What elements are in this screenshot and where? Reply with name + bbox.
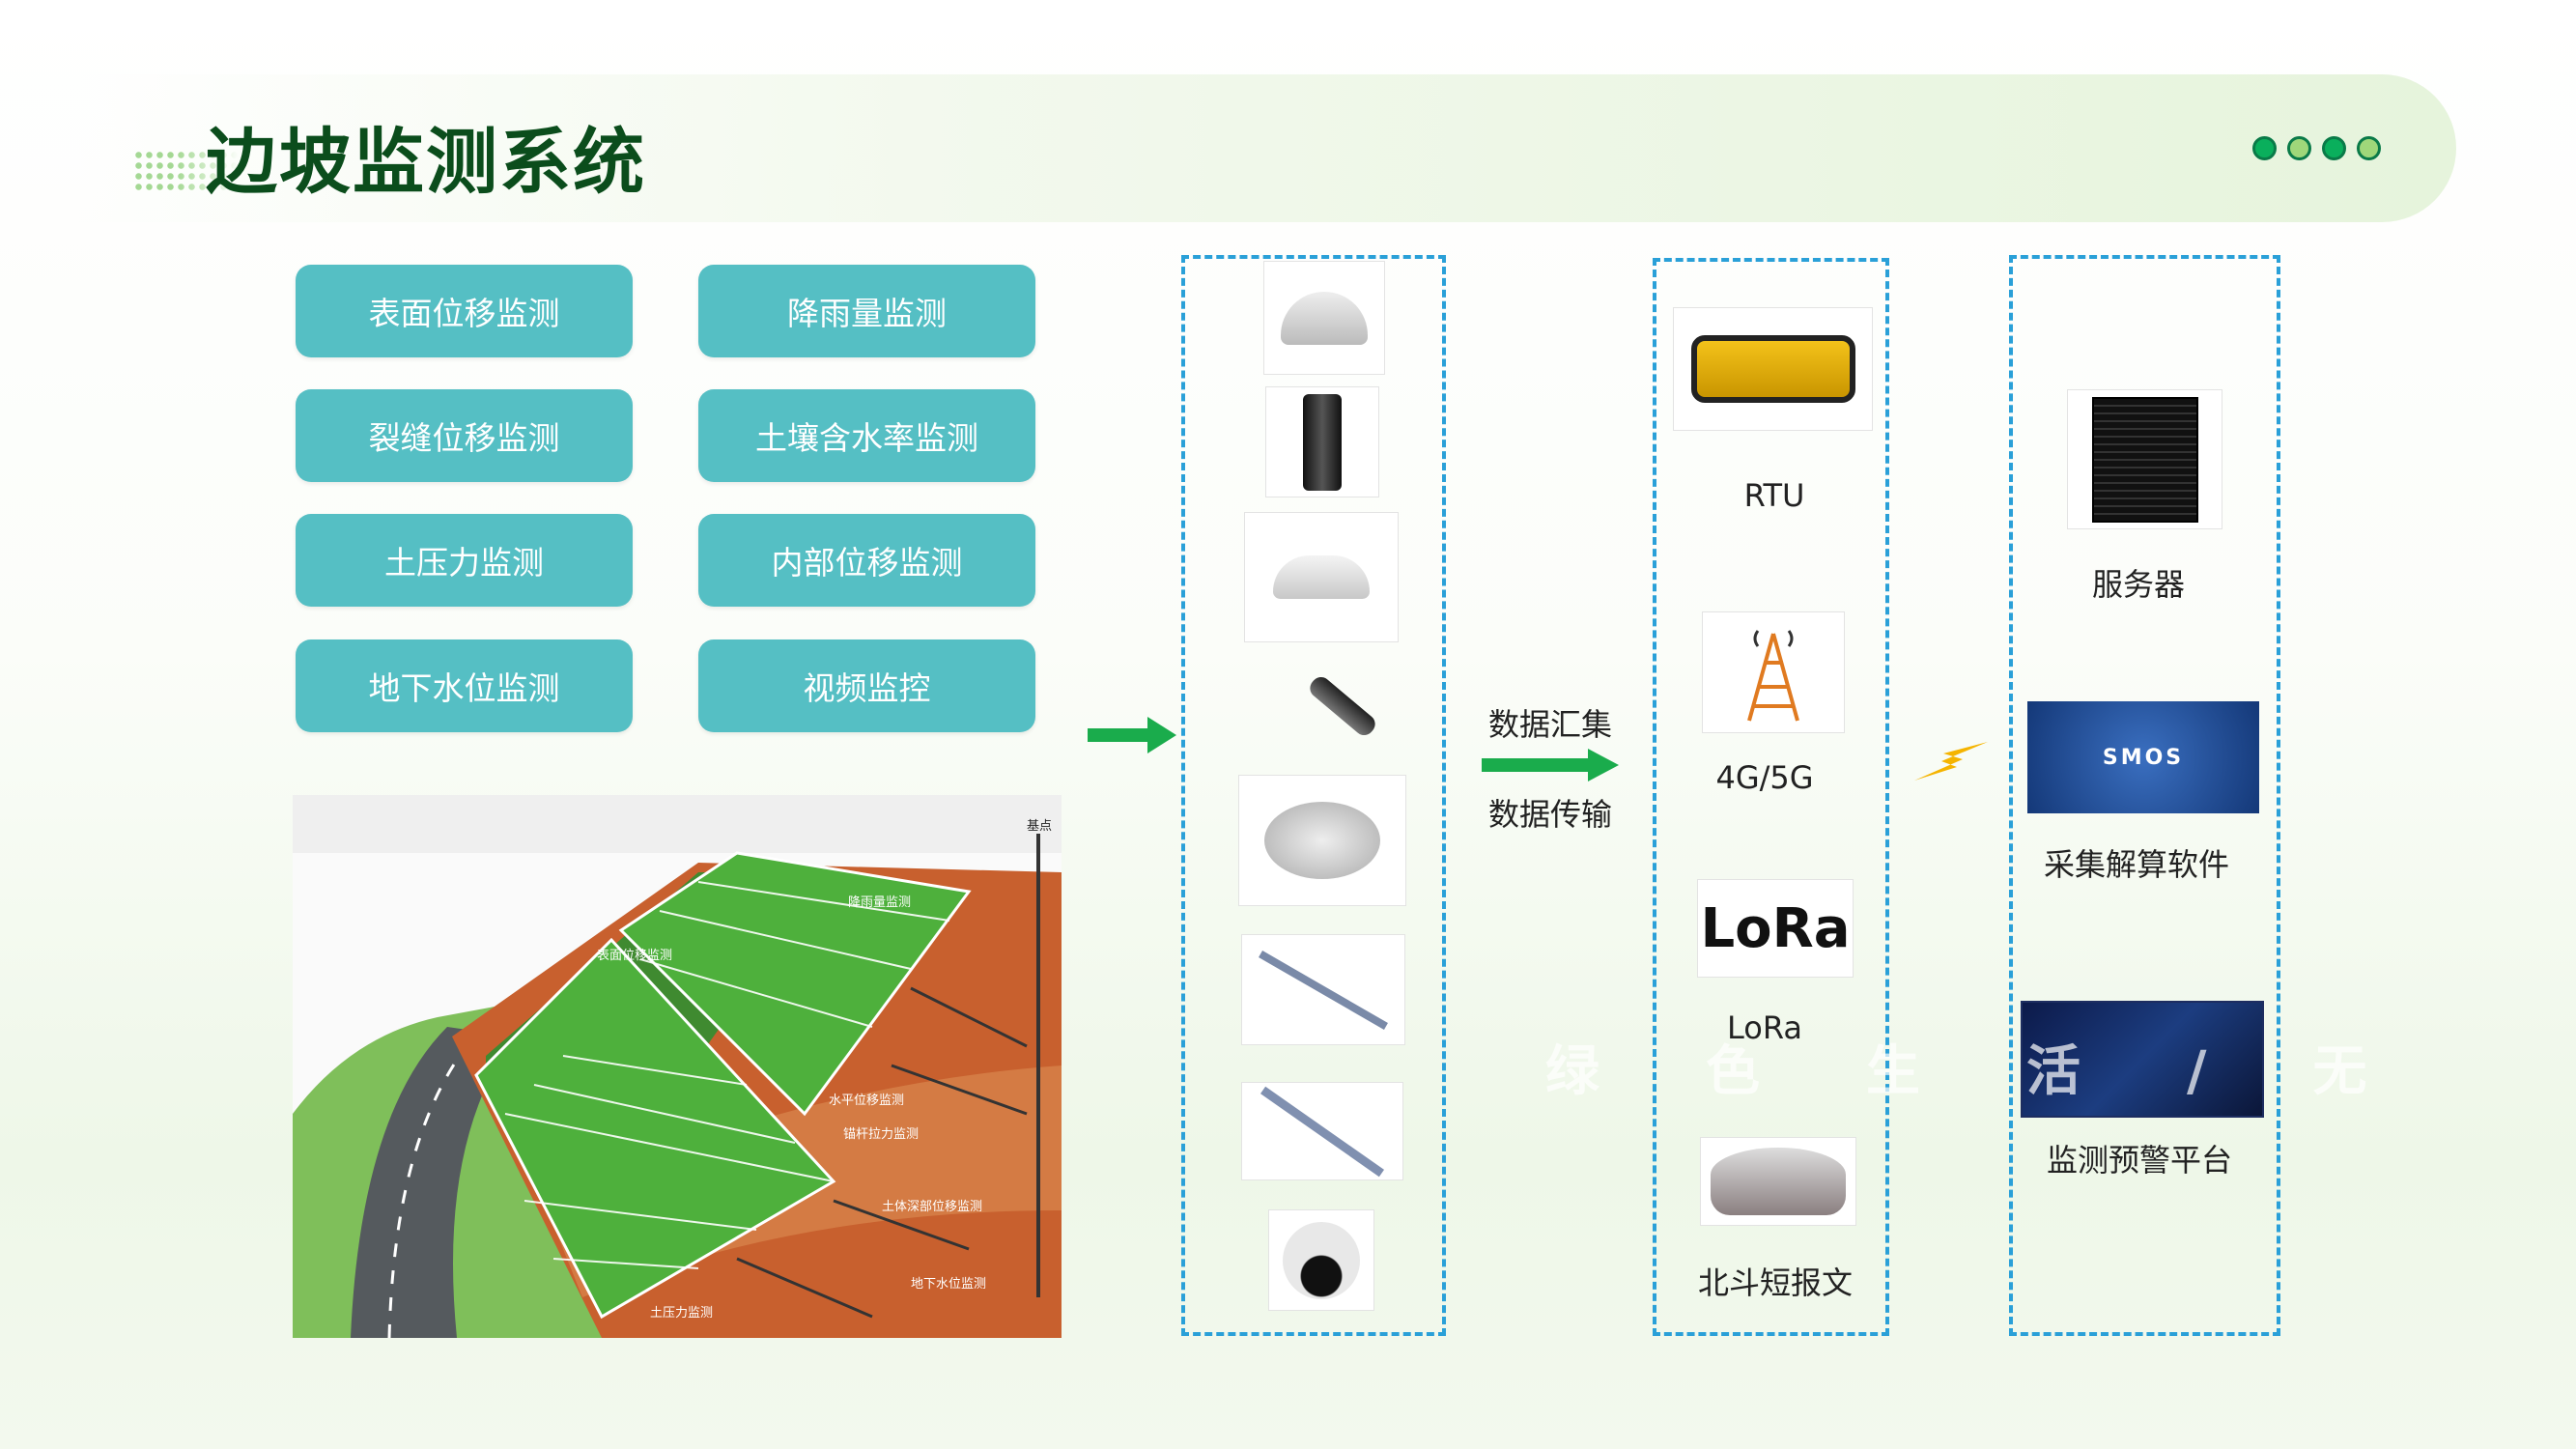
rain-gauge-image [1263,261,1385,375]
label-deep: 土体深部位移监测 [882,1200,982,1214]
transfer-collect-label: 数据汇集 [1488,706,1613,743]
lightning-icon [1914,742,1988,781]
item-internal-displacement[interactable]: 内部位移监测 [698,514,1035,607]
transfer-transmit-label: 数据传输 [1488,796,1613,833]
label-horizontal: 水平位移监测 [829,1094,904,1108]
osmometer-image [1241,1082,1403,1180]
dot-grid-decoration [133,150,240,193]
lora-label: LoRa [1727,1009,1802,1046]
ptz-camera-image [1268,1209,1374,1311]
crack-meter-image [1265,386,1379,497]
label-surface: 表面位移监测 [597,949,672,963]
lora-logo: LoRa [1700,896,1851,960]
label-rainfall: 降雨量监测 [848,895,911,910]
earth-pressure-cell-image [1238,775,1406,906]
water-level-probe-image [1275,667,1381,763]
page-dot-3 [2322,136,2346,160]
communication-group-box [1653,258,1889,1336]
header-band [77,74,2456,222]
platform-group-box [2009,255,2280,1336]
server-image [2067,389,2222,529]
beidou-terminal-image [1700,1137,1856,1226]
lora-logo-image: LoRa [1697,879,1854,978]
gnss-receiver-image [1244,512,1399,642]
item-earth-pressure[interactable]: 土压力监测 [296,514,633,607]
sensor-group-box [1181,255,1446,1336]
software-label: 采集解算软件 [2043,846,2230,883]
item-surface-displacement[interactable]: 表面位移监测 [296,265,633,357]
tower-image [1702,611,1845,733]
platform-label: 监测预警平台 [2046,1142,2233,1179]
page-title: 边坡监测系统 [206,121,646,204]
rtu-label: RTU [1743,477,1805,514]
page-dot-2 [2287,136,2311,160]
watermark: 绿色生活/无 [1545,1040,2474,1103]
item-rainfall[interactable]: 降雨量监测 [698,265,1035,357]
server-label: 服务器 [2091,566,2186,603]
label-groundwater: 地下水位监测 [911,1277,986,1292]
beidou-label: 北斗短报文 [1697,1264,1854,1301]
page-dot-1 [2252,136,2277,160]
rtu-image [1673,307,1873,431]
label-base-point: 基点 [1027,819,1052,834]
smos-software-image: SMOS [2027,701,2259,813]
item-video[interactable]: 视频监控 [698,639,1035,732]
4g5g-label: 4G/5G [1715,759,1814,796]
page-dot-4 [2357,136,2381,160]
label-anchor: 锚杆拉力监测 [843,1127,919,1142]
item-crack-displacement[interactable]: 裂缝位移监测 [296,389,633,482]
item-groundwater[interactable]: 地下水位监测 [296,639,633,732]
warning-platform-image [2021,1001,2264,1118]
transfer-arrow-icon [1482,749,1619,781]
inclinometer-image [1241,934,1405,1045]
slope-illustration: 基点 降雨量监测 表面位移监测 水平位移监测 锚杆拉力监测 土体深部位移监测 地… [293,795,1062,1338]
smos-logo: SMOS [2102,745,2185,770]
item-soil-moisture[interactable]: 土壤含水率监测 [698,389,1035,482]
label-earth-pressure: 土压力监测 [650,1306,713,1321]
arrow-right-icon [1088,717,1176,753]
